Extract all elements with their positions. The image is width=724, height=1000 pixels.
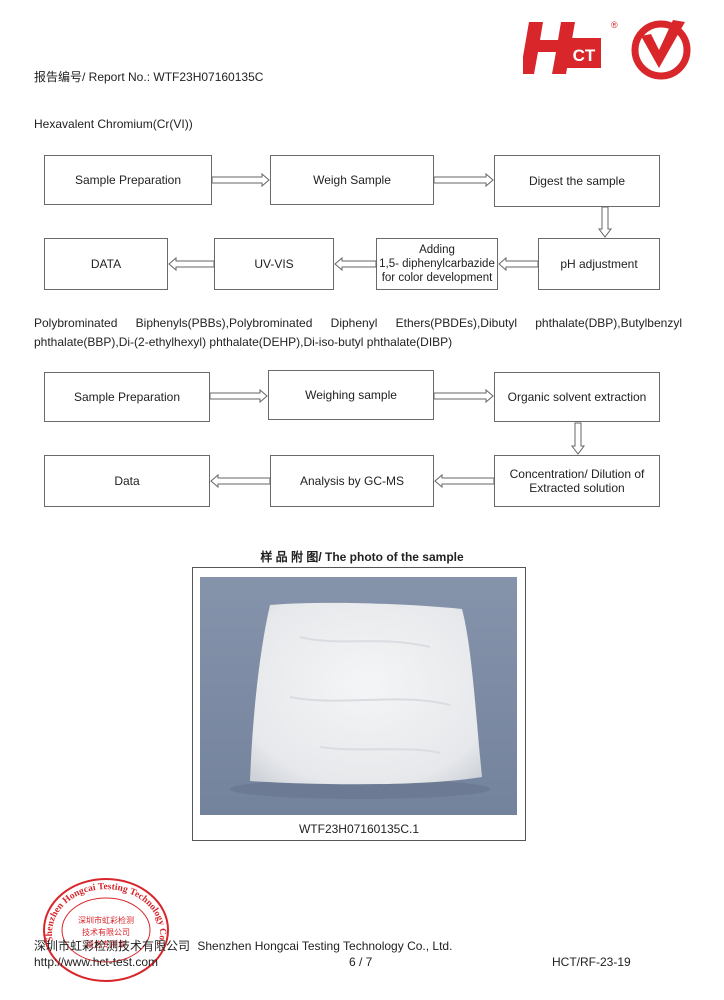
footer-company-cn: 深圳市虹彩检测技术有限公司 <box>34 939 191 953</box>
sample-label: WTF23H07160135C.1 <box>298 822 420 836</box>
flow-box-adding-reagent: Adding 1,5- diphenylcarbazide for color … <box>376 238 498 290</box>
arrow-left-5 <box>210 473 271 489</box>
arrow-down-2 <box>571 422 585 455</box>
flow-box-weighing-sample: Weighing sample <box>268 370 434 420</box>
flow-box-uv-vis: UV-VIS <box>214 238 334 290</box>
svg-text:®: ® <box>611 20 618 30</box>
footer-page-number: 6 / 7 <box>349 955 373 969</box>
flow-box-digest-sample: Digest the sample <box>494 155 660 207</box>
flow-box-concentration-dilution: Concentration/ Dilution of Extracted sol… <box>494 455 660 507</box>
flow-box-ph-adjustment: pH adjustment <box>538 238 660 290</box>
arrow-down-1 <box>598 206 612 238</box>
svg-text:技术有限公司: 技术有限公司 <box>82 927 130 937</box>
section-title-cr6: Hexavalent Chromium(Cr(VI)) <box>34 117 193 131</box>
svg-text:CT: CT <box>573 46 596 65</box>
footer-form-number: HCT/RF-23-19 <box>552 955 631 969</box>
sample-photo <box>200 577 517 815</box>
flow-box-weigh-sample: Weigh Sample <box>270 155 434 205</box>
arrow-left-4 <box>434 473 495 489</box>
arrow-right-3 <box>209 388 268 404</box>
arrow-right-2 <box>433 172 494 188</box>
hct-logo: CT ® <box>520 12 698 82</box>
flow-box-sample-preparation-2: Sample Preparation <box>44 372 210 422</box>
footer-url[interactable]: http://www.hct-test.com <box>34 955 159 969</box>
company-seal-stamp: Shenzhen Hongcai Testing Technology Co.,… <box>37 868 172 985</box>
arrow-right-4 <box>433 388 494 404</box>
section-title-pbb-phthalates: Polybrominated Biphenyls(PBBs),Polybromi… <box>34 316 682 349</box>
footer-company: 深圳市虹彩检测技术有限公司 Shenzhen Hongcai Testing T… <box>34 937 452 954</box>
flow-box-analysis-gcms: Analysis by GC-MS <box>270 455 434 507</box>
arrow-left-2 <box>334 256 377 272</box>
photo-caption-title: 样 品 附 图/ The photo of the sample <box>260 550 464 564</box>
flow-box-sample-preparation: Sample Preparation <box>44 155 212 205</box>
flow-box-data-2: Data <box>44 455 210 507</box>
arrow-right-1 <box>211 172 270 188</box>
report-number: 报告编号/ Report No.: WTF23H07160135C <box>34 70 264 84</box>
photo-frame: WTF23H07160135C.1 <box>192 567 526 841</box>
svg-text:深圳市虹彩检测: 深圳市虹彩检测 <box>78 915 134 925</box>
arrow-left-3 <box>168 256 215 272</box>
flow-box-organic-solvent-extraction: Organic solvent extraction <box>494 372 660 422</box>
svg-text:报告专用章: 报告专用章 <box>86 939 126 949</box>
arrow-left-1 <box>498 256 539 272</box>
footer-company-en: Shenzhen Hongcai Testing Technology Co.,… <box>197 939 453 953</box>
flow-box-data: DATA <box>44 238 168 290</box>
